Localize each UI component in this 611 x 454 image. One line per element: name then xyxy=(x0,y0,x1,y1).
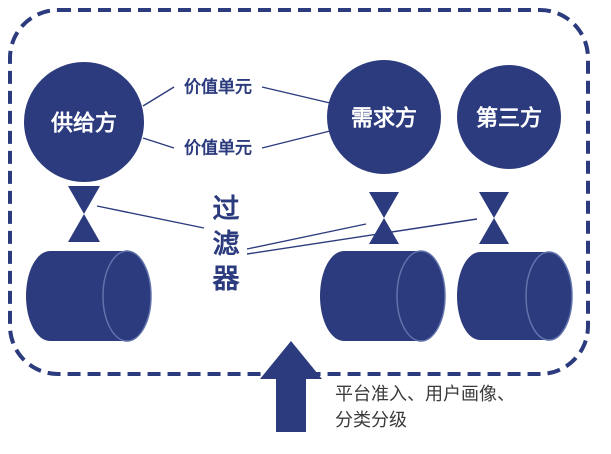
value-unit-top-label: 价值单元 xyxy=(184,77,252,97)
filter-label-char-3: 器 xyxy=(212,264,241,294)
hourglass-bottom-triangle xyxy=(369,218,399,244)
third-party-node: 第三方 xyxy=(457,65,561,169)
connector-value-unit-top-to-demander xyxy=(261,86,331,104)
arrow-caption-line2: 分类分级 xyxy=(335,410,407,430)
arrow-caption-line1: 平台准入、用户画像、 xyxy=(335,384,515,404)
supplier-circle xyxy=(24,62,144,182)
filter-hourglass-icon-third-party xyxy=(479,192,509,244)
filter-hourglass-icon-demander xyxy=(369,192,399,244)
hourglass-top-triangle xyxy=(68,186,100,214)
third-party-label: 第三方 xyxy=(476,106,542,131)
supplier-node: 供给方 xyxy=(24,62,144,182)
cylinder-end-rim xyxy=(102,250,152,342)
connector-supplier-to-value-unit-top xyxy=(142,86,175,107)
filter-label-char-1: 过 xyxy=(213,194,240,224)
up-arrow-icon xyxy=(260,341,322,432)
value-unit-bottom-label: 价值单元 xyxy=(184,138,252,158)
demander-node: 需求方 xyxy=(327,60,441,174)
connector-value-unit-bottom-to-demander xyxy=(261,130,331,149)
filter-pointer-line-demander xyxy=(246,223,367,250)
storage-cylinder-demander xyxy=(320,250,446,342)
hourglass-top-triangle xyxy=(369,192,399,218)
cylinder-end-rim xyxy=(396,250,446,342)
hourglass-top-triangle xyxy=(479,192,509,218)
filter-hourglass-icon-supplier xyxy=(68,186,100,242)
filter-label-char-2: 滤 xyxy=(213,229,240,259)
hourglass-bottom-triangle xyxy=(68,214,100,242)
storage-cylinder-supplier xyxy=(26,250,152,342)
demander-circle xyxy=(327,60,441,174)
cylinder-end-rim xyxy=(525,251,573,341)
filter-pointer-line-supplier xyxy=(96,205,205,229)
connector-supplier-to-value-unit-bottom xyxy=(142,137,175,149)
filter-pointer-line-third-party xyxy=(246,218,478,255)
supplier-label: 供给方 xyxy=(50,111,117,136)
hourglass-bottom-triangle xyxy=(479,218,509,244)
storage-cylinder-third-party xyxy=(457,251,573,341)
third-party-circle xyxy=(457,65,561,169)
demander-label: 需求方 xyxy=(351,106,417,131)
